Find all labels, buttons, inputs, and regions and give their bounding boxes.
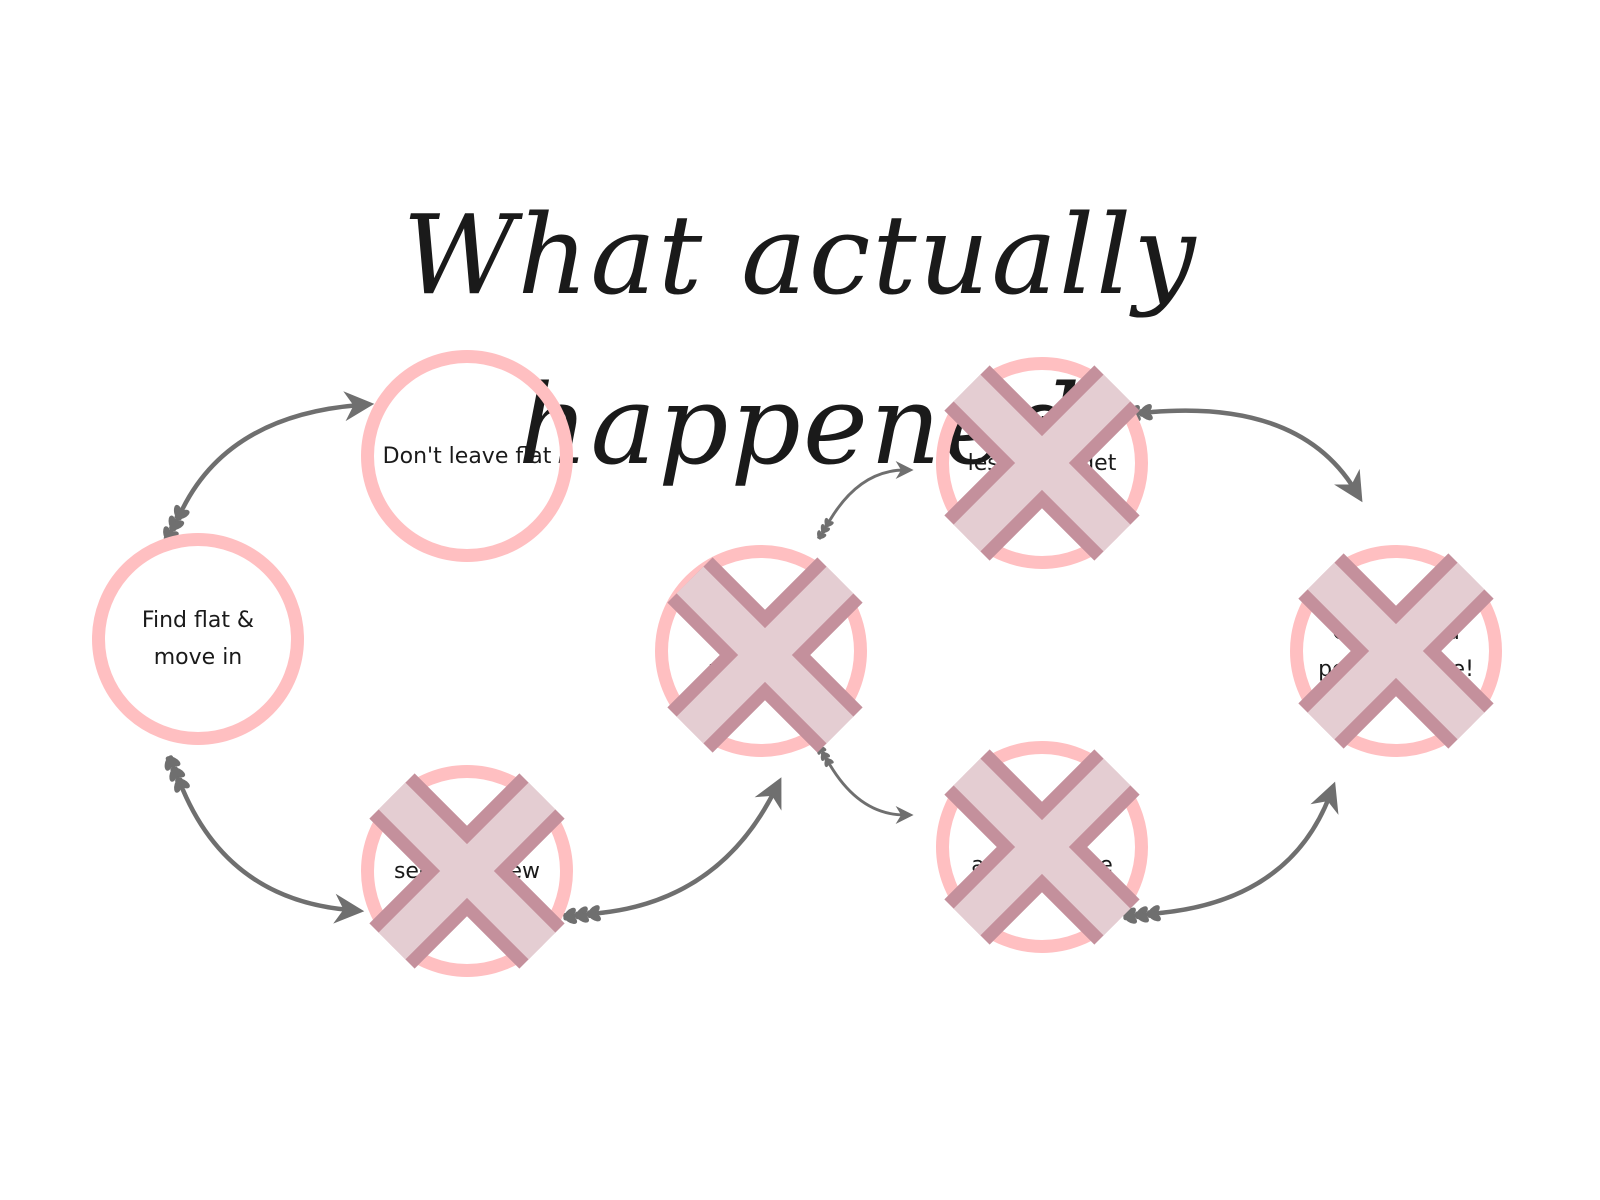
node-label: Find flat & move in (141, 608, 255, 670)
sprig-tail-arrow-icon (817, 745, 914, 824)
sprig-tail-arrow-icon (1123, 781, 1339, 924)
cross-out-x-icon (944, 365, 1140, 561)
sprig-tail-arrow-icon (817, 461, 914, 540)
cross-out-x-icon (944, 749, 1140, 945)
cross-out-x-icon (667, 557, 863, 753)
node-label: Don't leave flat (382, 443, 552, 469)
sprig-tail-arrow-icon (163, 391, 375, 542)
node-dont-leave-flat: Don't leave flat (361, 350, 573, 562)
cross-out-x-icon (1298, 553, 1494, 749)
sprig-tail-arrow-icon (164, 755, 365, 924)
sprig-tail-arrow-icon (563, 777, 782, 924)
cross-out-x-icon (369, 773, 565, 969)
node-find-flat: Find flat & move in (92, 533, 304, 745)
